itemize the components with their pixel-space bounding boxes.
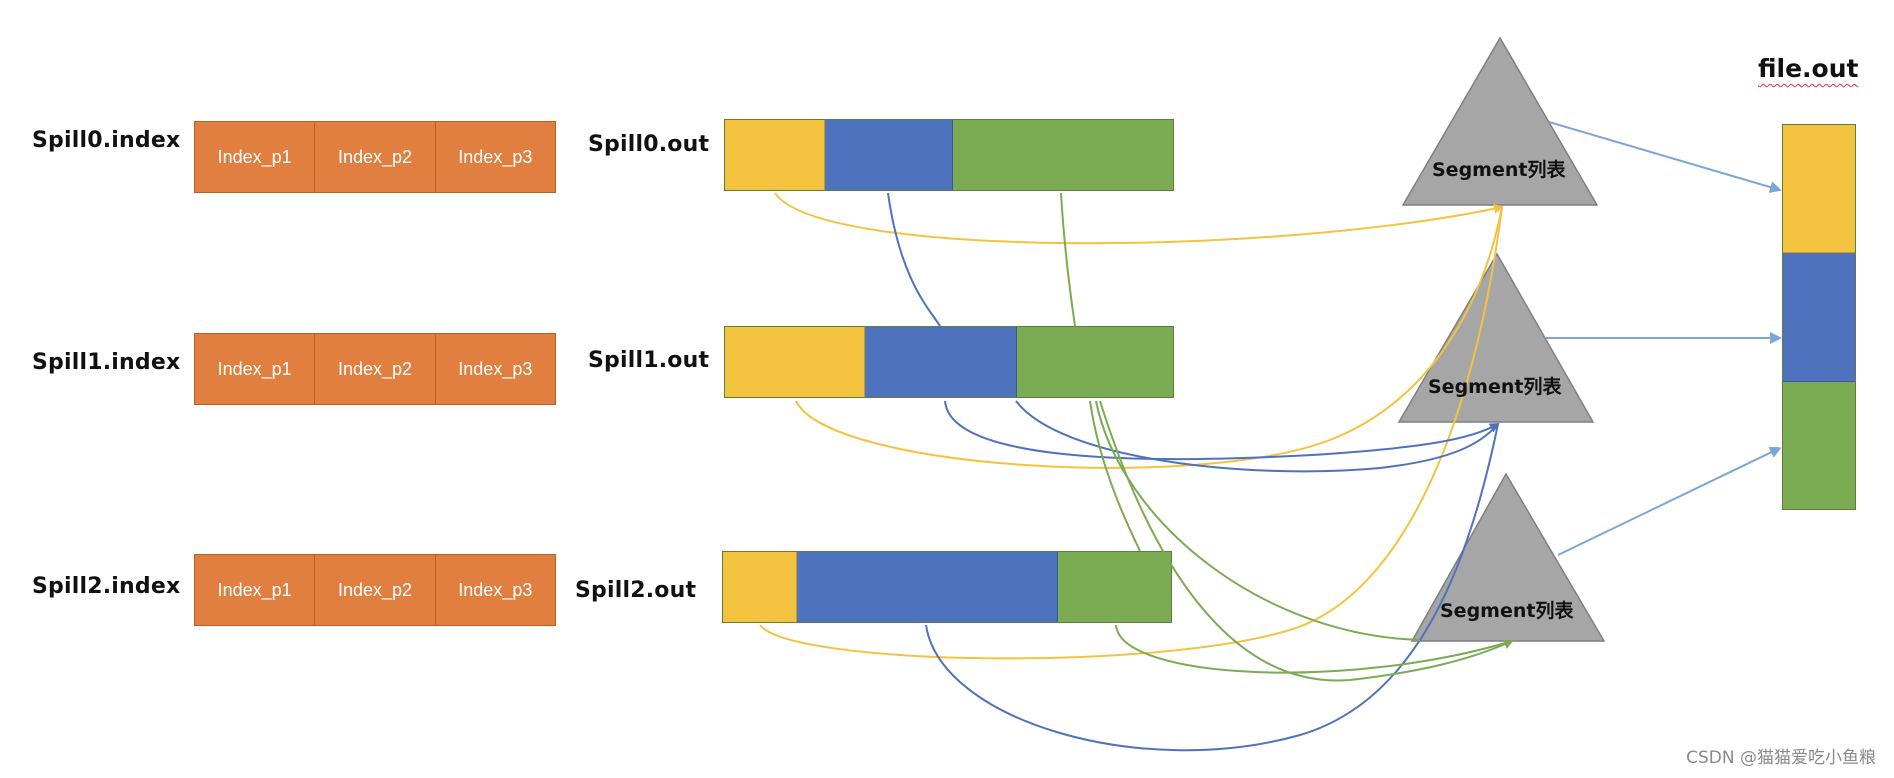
index-cell-p3: Index_p3 (458, 579, 533, 600)
spill0-partition-yellow (725, 120, 825, 190)
green-curve-spill1 (1095, 400, 1421, 641)
index-cell-p2: Index_p2 (315, 555, 436, 625)
file-out-title: file.out (1758, 54, 1859, 83)
blue-curve-spill0-upper (887, 192, 941, 327)
yellow-curve-spill2 (759, 206, 1503, 660)
spill1-out-box (724, 326, 1174, 398)
arrow-segment-bottom-to-file (1557, 446, 1782, 556)
spill1-out-label: Spill1.out (588, 348, 710, 373)
index-cell-p1: Index_p1 (195, 122, 316, 192)
segment-list-label-top: Segment列表 (1432, 159, 1566, 181)
segment-list-triangle-middle (1397, 252, 1595, 423)
spill2-partition-blue (796, 552, 1058, 622)
spill0-out-box (724, 119, 1174, 191)
index-cell-p2: Index_p2 (315, 334, 436, 404)
green-curve-spill1b (1099, 400, 1514, 682)
spill2-index-box: Index_p1 Index_p2 Index_p3 (194, 554, 556, 626)
index-cell-p1: Index_p1 (195, 555, 316, 625)
index-cell-p3: Index_p3 (458, 146, 533, 167)
spill1-partition-yellow (725, 327, 865, 397)
spill2-index-label: Spill2.index (32, 574, 181, 599)
blue-curve-spill2 (925, 423, 1499, 752)
index-cell-p2: Index_p2 (315, 122, 436, 192)
spill0-index-box: Index_p1 Index_p2 Index_p3 (194, 121, 556, 193)
green-curve-spill0-upper (1060, 192, 1076, 327)
spill2-partition-green (1057, 552, 1171, 622)
watermark: CSDN @猫猫爱吃小鱼粮 (1686, 748, 1876, 768)
blue-curve-spill1 (1015, 400, 1499, 473)
spill0-index-label: Spill0.index (32, 128, 181, 153)
spill0-partition-green (953, 120, 1173, 190)
spill1-index-label: Spill1.index (32, 350, 181, 375)
file-partition-blue (1783, 253, 1855, 382)
spill2-out-label: Spill2.out (575, 578, 697, 603)
spill1-partition-green (1017, 327, 1173, 397)
arrow-segment-top-to-file (1548, 121, 1782, 193)
index-cell-p1: Index_p1 (195, 334, 316, 404)
green-curve-spill0-lower (1089, 400, 1141, 552)
segment-list-label-middle: Segment列表 (1428, 376, 1562, 398)
segment-list-label-bottom: Segment列表 (1440, 600, 1574, 622)
spill0-out-label: Spill0.out (588, 132, 710, 157)
file-partition-green (1783, 381, 1855, 509)
index-cell-p3: Index_p3 (458, 358, 533, 379)
file-partition-yellow (1783, 125, 1855, 254)
spill1-partition-blue (865, 327, 1017, 397)
green-curve-spill2 (1115, 624, 1513, 674)
spill2-out-box (722, 551, 1172, 623)
blue-curve-spill0 (944, 400, 1500, 461)
spill1-index-box: Index_p1 Index_p2 Index_p3 (194, 333, 556, 405)
file-out-bar (1782, 124, 1856, 510)
yellow-curve-spill1 (795, 206, 1503, 469)
spill2-partition-yellow (723, 552, 797, 622)
spill0-partition-blue (825, 120, 953, 190)
yellow-curve-spill0 (774, 192, 1504, 245)
